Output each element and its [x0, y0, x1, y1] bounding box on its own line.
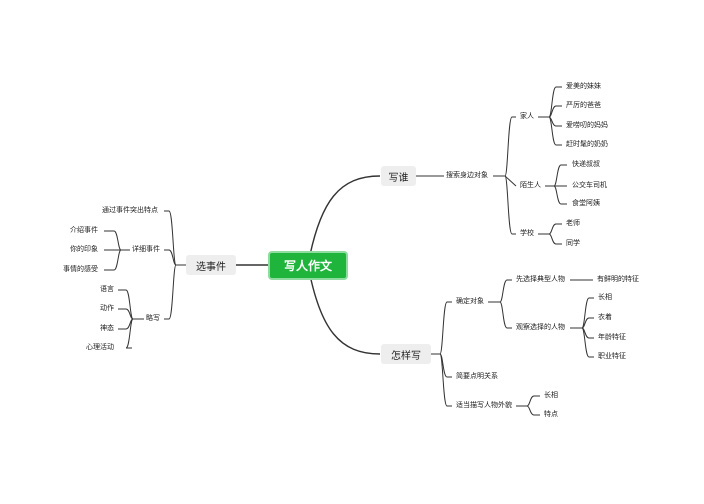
node-observe-item[interactable]: 衣着 — [598, 313, 612, 321]
node-search[interactable]: 搜索身边对象 — [446, 171, 488, 179]
node-brief[interactable]: 略写 — [146, 314, 160, 322]
node-appearance-item[interactable]: 长相 — [544, 391, 558, 399]
node-brief-item[interactable]: 神态 — [100, 324, 114, 332]
node-family-item[interactable]: 爱唠叨的妈妈 — [566, 121, 608, 129]
node-family[interactable]: 家人 — [520, 112, 534, 120]
node-relation[interactable]: 简要点明关系 — [456, 372, 498, 380]
node-observe-item[interactable]: 长相 — [598, 293, 612, 301]
node-appearance[interactable]: 适当描写人物外貌 — [456, 401, 512, 409]
node-brief-item[interactable]: 动作 — [100, 304, 114, 312]
node-detail-item[interactable]: 介绍事件 — [70, 226, 98, 234]
node-stranger[interactable]: 陌生人 — [520, 181, 541, 189]
node-family-item[interactable]: 爱美的妹妹 — [566, 82, 601, 90]
node-school-item[interactable]: 老师 — [566, 219, 580, 227]
node-stranger-item[interactable]: 公交车司机 — [572, 181, 607, 189]
node-detail-item[interactable]: 事情的感受 — [63, 265, 98, 273]
branch-event[interactable]: 选事件 — [186, 255, 236, 275]
branch-who[interactable]: 写谁 — [381, 166, 416, 186]
node-typical-item[interactable]: 有鲜明的特征 — [597, 275, 639, 283]
node-highlight[interactable]: 通过事件突出特点 — [102, 206, 158, 214]
node-appearance-item[interactable]: 特点 — [544, 410, 558, 418]
root-topic[interactable]: 写人作文 — [270, 253, 346, 278]
node-target[interactable]: 确定对象 — [456, 297, 484, 305]
node-family-item[interactable]: 严厉的爸爸 — [566, 101, 601, 109]
node-brief-item[interactable]: 语言 — [100, 285, 114, 293]
node-detail-item[interactable]: 你的印象 — [70, 245, 98, 253]
node-family-item[interactable]: 赶时髦的奶奶 — [566, 140, 608, 148]
node-detail[interactable]: 详细事件 — [132, 245, 160, 253]
node-observe-item[interactable]: 年龄特征 — [598, 333, 626, 341]
node-stranger-item[interactable]: 食堂阿姨 — [572, 199, 600, 207]
node-observe[interactable]: 观察选择的人物 — [516, 323, 565, 331]
node-observe-item[interactable]: 职业特征 — [598, 352, 626, 360]
branch-how[interactable]: 怎样写 — [381, 344, 431, 364]
node-brief-item[interactable]: 心理活动 — [86, 343, 114, 351]
node-stranger-item[interactable]: 快递叔叔 — [572, 160, 600, 168]
node-school[interactable]: 学校 — [520, 229, 534, 237]
node-school-item[interactable]: 同学 — [566, 239, 580, 247]
node-typical[interactable]: 先选择典型人物 — [516, 275, 565, 283]
